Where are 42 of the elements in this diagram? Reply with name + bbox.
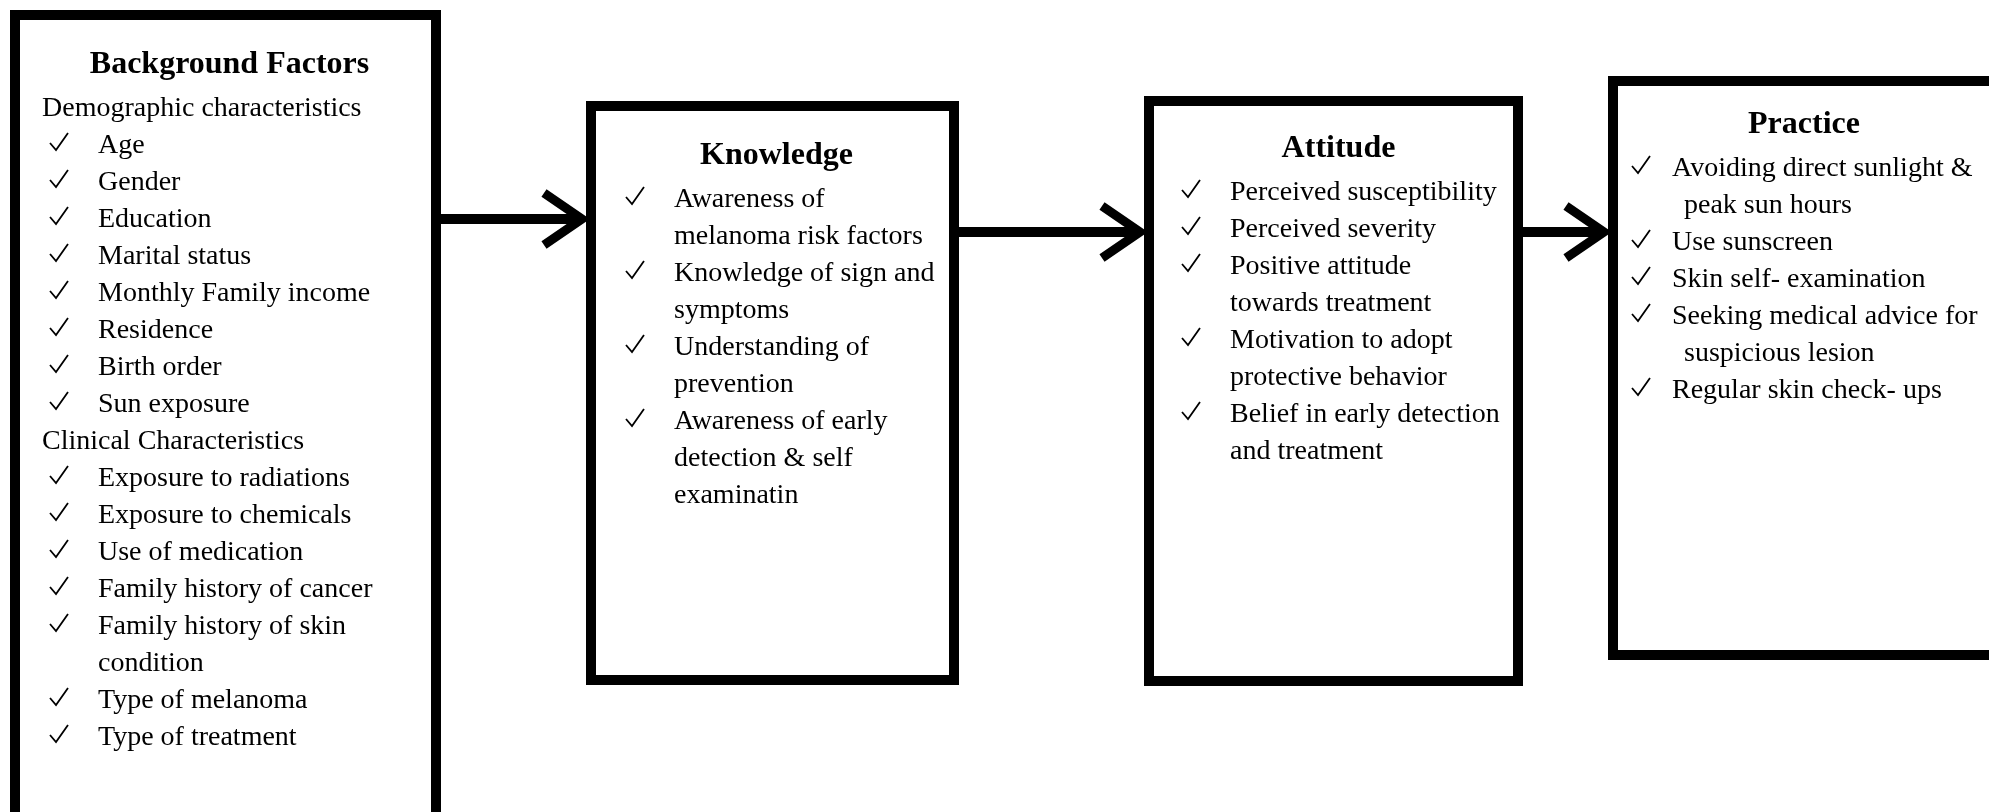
box-heading: Knowledge: [699, 134, 854, 173]
box-heading: Background Factors: [88, 43, 371, 82]
list-item: Skin self- examination: [1672, 261, 1927, 295]
list-item: Monthly Family income: [98, 275, 372, 309]
list-item: Use sunscreen: [1672, 224, 1834, 258]
arrow: [959, 201, 1145, 263]
concept-box: [1608, 76, 1989, 660]
list-item: Age: [98, 127, 146, 161]
list-item: Knowledge of sign and symptoms: [674, 255, 935, 326]
list-item: Positive attitude towards treatment: [1230, 248, 1433, 319]
list-item: Education: [98, 201, 213, 235]
list-item: Understanding of prevention: [674, 329, 871, 400]
concept-box: [10, 10, 441, 812]
concept-box: [586, 101, 959, 685]
list-item: Family history of cancer: [98, 571, 374, 605]
list-item: Gender: [98, 164, 182, 198]
list-item: Use of medication: [98, 534, 305, 568]
list-item: Birth order: [98, 349, 223, 383]
list-item: Regular skin check- ups: [1672, 372, 1943, 406]
list-item: Belief in early detection and treatment: [1230, 396, 1501, 467]
subheading: Demographic characteristics: [42, 90, 363, 124]
list-item: Perceived susceptibility: [1230, 174, 1498, 208]
list-item: Exposure to radiations: [98, 460, 351, 494]
list-item: Type of treatment: [98, 719, 298, 753]
list-item: Marital status: [98, 238, 253, 272]
list-item: Avoiding direct sunlight & peak sun hours: [1672, 150, 1974, 221]
list-item: Type of melanoma: [98, 682, 309, 716]
list-item: Sun exposure: [98, 386, 251, 420]
arrow: [441, 188, 587, 250]
concept-box: [1144, 96, 1523, 686]
list-item: Motivation to adopt protective behavior: [1230, 322, 1454, 393]
list-item: Perceived severity: [1230, 211, 1438, 245]
arrow: [1523, 201, 1609, 263]
list-item: Exposure to chemicals: [98, 497, 353, 531]
box-heading: Attitude: [1280, 127, 1397, 166]
list-item: Residence: [98, 312, 215, 346]
subheading: Clinical Characteristics: [42, 423, 306, 457]
list-item: Awareness of early detection & self examinatin: [674, 403, 889, 511]
list-item: Awareness of melanoma risk factors: [674, 181, 924, 252]
list-item: Family history of skin condition: [98, 608, 348, 679]
box-heading: Practice: [1747, 103, 1861, 142]
list-item: Seeking medical advice for suspicious lesion: [1672, 298, 1978, 369]
